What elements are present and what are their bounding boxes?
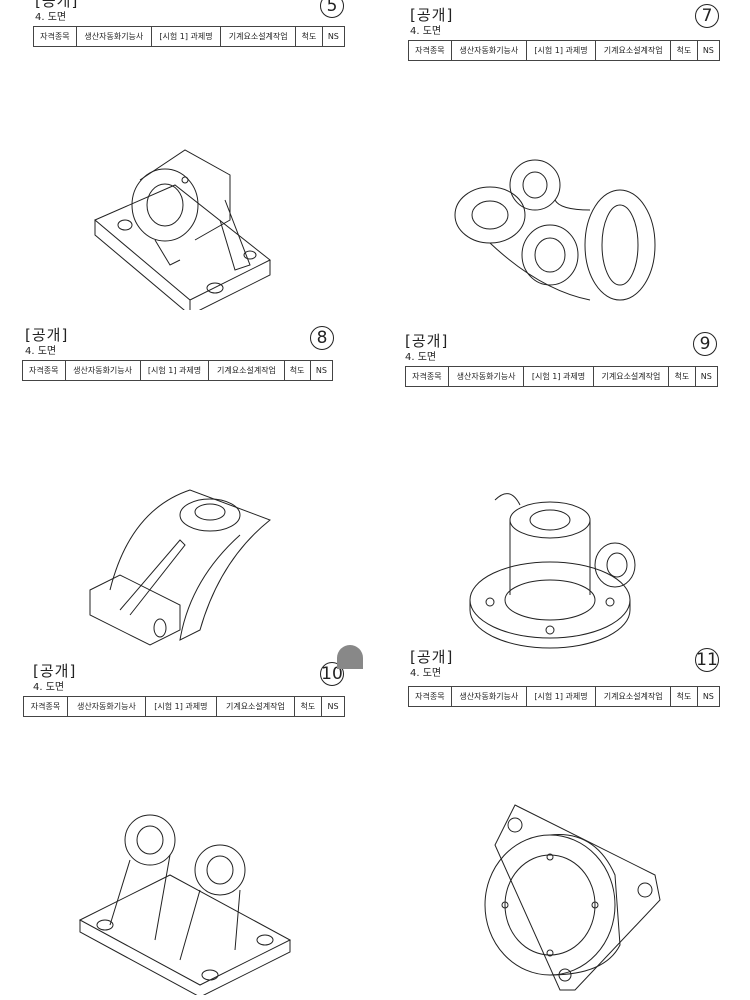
part-drawing-7 <box>454 159 656 301</box>
title-block-c4: 기계요소설계작업 <box>208 360 285 381</box>
scan-artifact <box>337 645 363 669</box>
title-block-c4: 기계요소설계작업 <box>216 696 295 717</box>
sheet-number: 7 <box>695 4 719 28</box>
title-block-c2: 생산자동화기능사 <box>75 26 153 47</box>
title-block-c6: NS <box>696 686 721 707</box>
title-block-c5: 척도 <box>668 366 696 387</box>
title-block-c2: 생산자동화기능사 <box>450 686 528 707</box>
title-block-c3: [시험 1] 과제명 <box>150 26 222 47</box>
title-block-c1: 자격종목 <box>22 360 66 381</box>
sheet-number: 5 <box>320 0 344 18</box>
title-block-c4: 기계요소설계작업 <box>592 366 670 387</box>
title-block-c1: 자격종목 <box>408 686 452 707</box>
title-block-c1: 자격종목 <box>22 696 69 717</box>
title-block-c6: NS <box>696 40 721 61</box>
title-block-c2: 생산자동화기능사 <box>67 696 146 717</box>
title-block-c2: 생산자동화기능사 <box>64 360 141 381</box>
title-block-c2: 생산자동화기능사 <box>450 40 528 61</box>
part-drawing-8 <box>89 489 271 646</box>
title-block-c4: 기계요소설계작업 <box>595 40 672 61</box>
sheet-subtitle: 4. 도면 <box>405 352 437 363</box>
title-block-c3: [시험 1] 과제명 <box>525 686 597 707</box>
title-block-c3: [시험 1] 과제명 <box>144 696 218 717</box>
sheet-subtitle: 4. 도면 <box>410 668 442 679</box>
title-block-c4: 기계요소설계작업 <box>220 26 297 47</box>
title-block-c6: NS <box>321 26 346 47</box>
sheet-subtitle: 4. 도면 <box>25 346 57 357</box>
sheet-number: 10 <box>320 662 344 686</box>
sheet-header: [공개] <box>35 0 79 10</box>
title-block-c2: 생산자동화기능사 <box>447 366 525 387</box>
sheet-number: 9 <box>693 332 717 356</box>
part-drawing-9 <box>469 493 636 649</box>
sheet-header: [공개] <box>25 326 69 344</box>
title-block-c5: 척도 <box>670 40 698 61</box>
sheet-header: [공개] <box>405 332 449 350</box>
title-block-c1: 자격종목 <box>408 40 452 61</box>
part-drawing-5 <box>94 149 271 310</box>
title-block-c3: [시험 1] 과제명 <box>523 366 594 387</box>
title-block-c5: 척도 <box>283 360 311 381</box>
title-block-c4: 기계요소설계작업 <box>595 686 672 707</box>
sheet-subtitle: 4. 도면 <box>35 12 67 23</box>
title-block-c1: 자격종목 <box>405 366 449 387</box>
sheet-number: 11 <box>695 648 719 672</box>
title-block-c5: 척도 <box>293 696 322 717</box>
part-drawing-11 <box>484 804 661 991</box>
title-block-c3: [시험 1] 과제명 <box>139 360 210 381</box>
sheet-header: [공개] <box>410 6 454 24</box>
sheet-header: [공개] <box>410 648 454 666</box>
sheet-subtitle: 4. 도면 <box>33 682 65 693</box>
part-drawing-10 <box>78 814 292 995</box>
title-block-c1: 자격종목 <box>33 26 77 47</box>
title-block-c5: 척도 <box>295 26 323 47</box>
title-block-c6: NS <box>320 696 346 717</box>
title-block-c6: NS <box>694 366 719 387</box>
sheet-subtitle: 4. 도면 <box>410 26 442 37</box>
title-block-c5: 척도 <box>670 686 698 707</box>
title-block-c3: [시험 1] 과제명 <box>525 40 597 61</box>
title-block-c6: NS <box>309 360 334 381</box>
sheet-header: [공개] <box>33 662 77 680</box>
sheet-number: 8 <box>310 326 334 350</box>
